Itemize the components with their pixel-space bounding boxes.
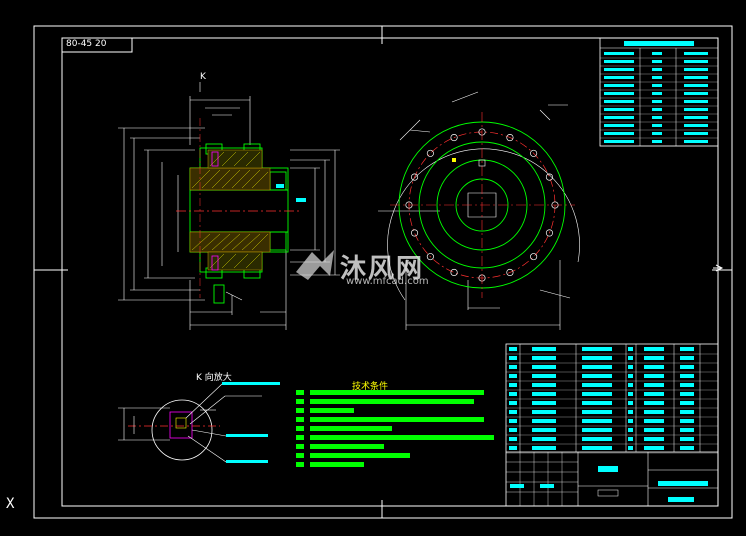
bolt-hole bbox=[506, 268, 514, 276]
parts-table bbox=[599, 37, 719, 147]
bolt-hole bbox=[530, 253, 538, 261]
bolt-hole bbox=[545, 173, 553, 181]
drawing-frame bbox=[61, 37, 719, 507]
bolt-hole bbox=[411, 173, 419, 181]
bolt-hole bbox=[450, 268, 458, 276]
front-view bbox=[378, 91, 580, 330]
bolt-hole bbox=[426, 149, 434, 157]
ucs-axis-icon: X bbox=[6, 496, 15, 512]
tech-title: 技术条件 bbox=[352, 382, 389, 392]
bolt-hole bbox=[426, 253, 434, 261]
drawing-tag-box bbox=[61, 37, 133, 53]
section-view bbox=[118, 82, 340, 330]
bolt-hole bbox=[450, 134, 458, 142]
drawing-tag: 80-45 20 bbox=[66, 39, 107, 49]
watermark-text: 沐风网 bbox=[340, 254, 425, 284]
section-label: K bbox=[200, 72, 206, 82]
detail-title: K 向放大 bbox=[196, 373, 232, 383]
bolt-hole bbox=[411, 229, 419, 237]
tech-requirements bbox=[296, 390, 494, 467]
paper-border bbox=[33, 25, 733, 519]
bolt-hole bbox=[506, 134, 514, 142]
bolt-hole bbox=[530, 149, 538, 157]
detail-view bbox=[118, 382, 280, 463]
watermark-logo bbox=[296, 250, 334, 280]
watermark-url: www.mfcad.com bbox=[346, 276, 429, 287]
bolt-hole bbox=[545, 229, 553, 237]
title-block bbox=[505, 343, 719, 507]
orientation-arrow bbox=[713, 264, 724, 272]
